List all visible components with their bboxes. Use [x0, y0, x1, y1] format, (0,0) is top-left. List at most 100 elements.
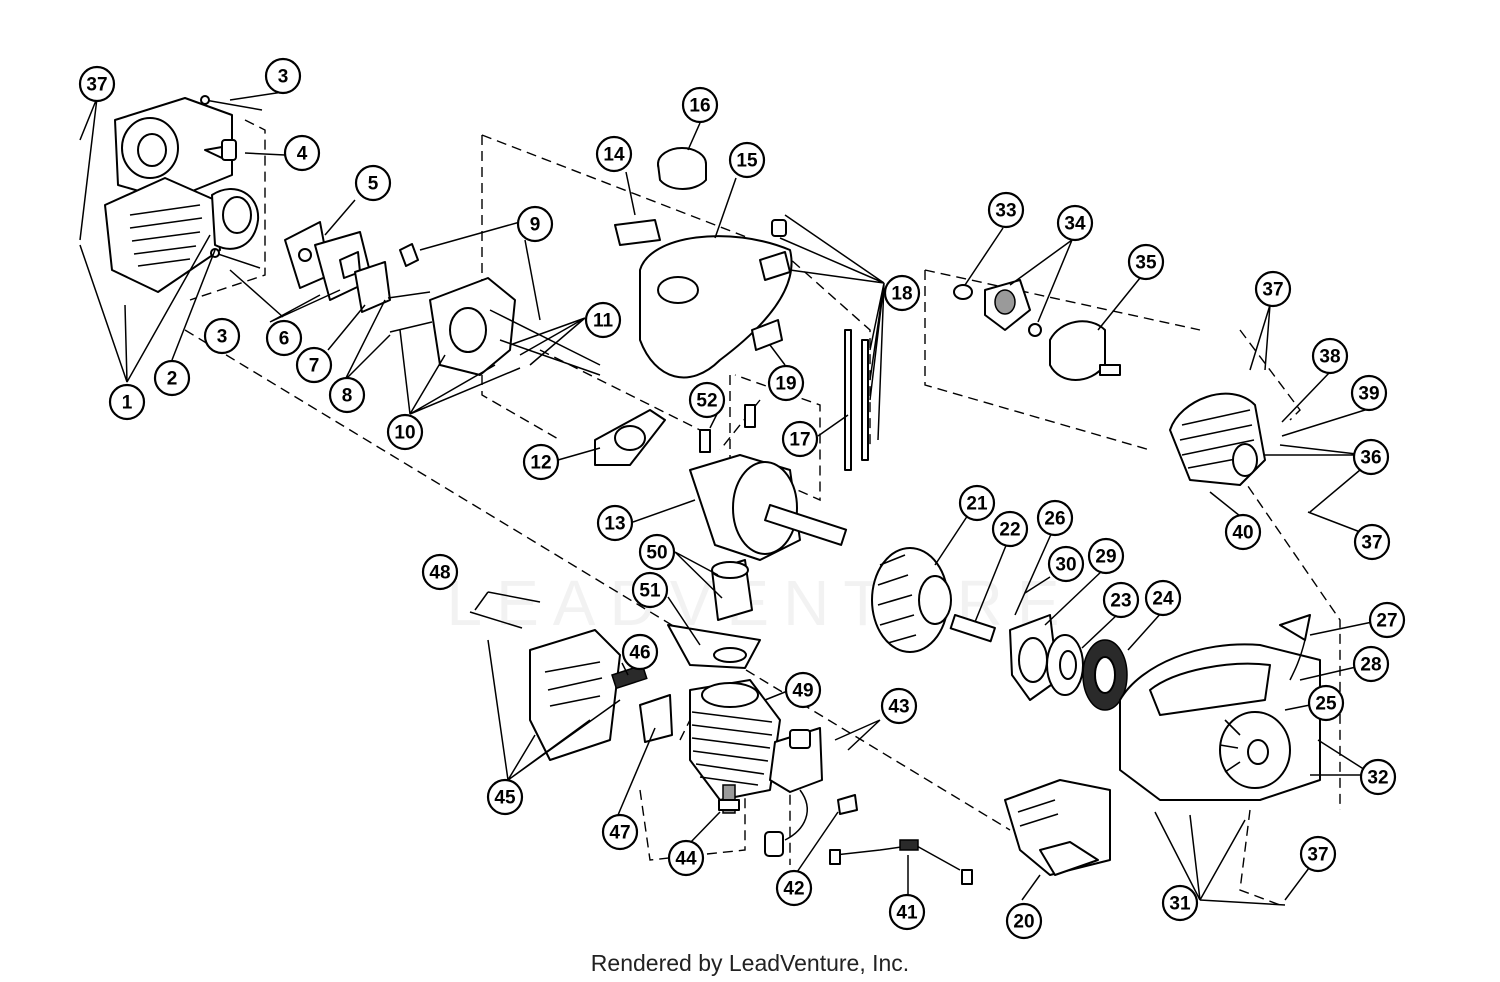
callout-part-20: 20 — [1005, 902, 1043, 940]
callout-circle — [1254, 270, 1292, 308]
callout-number: 15 — [736, 151, 758, 172]
screw-3-bottom — [210, 248, 261, 269]
callout-circle — [1005, 902, 1043, 940]
crankcase-13 — [689, 404, 848, 561]
callout-number: 12 — [530, 453, 551, 474]
callout-number: 24 — [1152, 589, 1174, 610]
callout-number: 3 — [278, 67, 289, 88]
callout-circle — [883, 274, 921, 312]
callout-number: 1 — [122, 393, 133, 414]
callout-part-18: 18 — [883, 274, 921, 312]
callout-circle — [1102, 581, 1140, 619]
callout-circle — [1144, 579, 1182, 617]
callout-part-37: 37 — [1254, 270, 1292, 308]
gasket-12 — [594, 409, 666, 466]
callout-number: 52 — [696, 391, 717, 412]
callout-circle — [354, 164, 392, 202]
callout-circle — [1127, 243, 1165, 281]
callout-circle — [775, 869, 813, 907]
callout-part-3: 3 — [203, 317, 241, 355]
callout-number: 16 — [689, 96, 710, 117]
callout-circle — [595, 135, 633, 173]
callout-number: 10 — [394, 423, 415, 444]
callout-circle — [1350, 374, 1388, 412]
callout-circle — [1056, 204, 1094, 242]
callout-circle — [1359, 758, 1397, 796]
callout-number: 37 — [86, 75, 107, 96]
callout-circle — [1353, 523, 1391, 561]
callout-number: 28 — [1360, 655, 1381, 676]
callout-part-34: 34 — [1056, 204, 1094, 242]
callout-circle — [516, 205, 554, 243]
callout-part-48: 48 — [421, 553, 459, 591]
callout-circle — [1224, 513, 1262, 551]
callout-part-24: 24 — [1144, 579, 1182, 617]
callout-circle — [486, 778, 524, 816]
callout-part-8: 8 — [328, 376, 366, 414]
callout-part-49: 49 — [784, 671, 822, 709]
render-credit: Rendered by LeadVenture, Inc. — [590, 950, 910, 976]
callout-number: 22 — [999, 520, 1020, 541]
callout-number: 4 — [297, 144, 308, 165]
callout-part-7: 7 — [295, 346, 333, 384]
callout-number: 26 — [1044, 509, 1065, 530]
callout-number: 45 — [494, 788, 516, 809]
callout-circle — [386, 413, 424, 451]
callout-part-17: 17 — [781, 420, 819, 458]
callout-part-27: 27 — [1368, 601, 1406, 639]
fuel-tank — [614, 147, 793, 379]
callout-circle — [203, 317, 241, 355]
callout-circle — [328, 376, 366, 414]
callout-number: 11 — [593, 311, 614, 332]
piston-assembly — [667, 559, 761, 669]
callout-circle — [1307, 684, 1345, 722]
callout-part-32: 32 — [1359, 758, 1397, 796]
callout-circle — [283, 134, 321, 172]
callout-part-21: 21 — [958, 484, 996, 522]
callout-circle — [991, 510, 1029, 548]
spark-plug — [718, 784, 740, 814]
callout-circle — [987, 191, 1025, 229]
callout-number: 44 — [675, 849, 697, 870]
callout-part-37: 37 — [78, 65, 116, 103]
engine-cover-20 — [1004, 779, 1111, 876]
callout-number: 13 — [604, 514, 625, 535]
tank-clip-19 — [751, 319, 783, 351]
callout-number: 34 — [1064, 214, 1086, 235]
callout-number: 5 — [368, 174, 379, 195]
callout-number: 43 — [888, 697, 909, 718]
callout-part-52: 52 — [688, 381, 726, 419]
callout-number: 7 — [309, 356, 320, 377]
callout-circle — [522, 443, 560, 481]
callout-number: 2 — [167, 369, 178, 390]
ignition-module — [764, 727, 823, 857]
callout-number: 23 — [1110, 591, 1131, 612]
callout-number: 42 — [783, 879, 804, 900]
callout-circle — [108, 383, 146, 421]
air-filter-housing — [104, 97, 260, 293]
callout-part-42: 42 — [775, 869, 813, 907]
muffler-assembly — [469, 591, 673, 761]
callout-circle — [295, 346, 333, 384]
callout-part-5: 5 — [354, 164, 392, 202]
callout-part-44: 44 — [667, 839, 705, 877]
callout-number: 37 — [1307, 845, 1328, 866]
callout-circle — [958, 484, 996, 522]
callout-circle — [1368, 601, 1406, 639]
callout-circle — [1047, 545, 1085, 583]
callout-number: 51 — [639, 581, 661, 602]
callout-circle — [888, 893, 926, 931]
callout-number: 32 — [1367, 768, 1388, 789]
fuel-lines — [759, 219, 869, 471]
callout-part-22: 22 — [991, 510, 1029, 548]
callout-part-1: 1 — [108, 383, 146, 421]
callout-number: 25 — [1315, 694, 1337, 715]
callout-number: 47 — [609, 823, 630, 844]
callout-circle — [681, 86, 719, 124]
callout-circle — [880, 687, 918, 725]
callout-part-30: 30 — [1047, 545, 1085, 583]
callout-number: 37 — [1262, 280, 1283, 301]
callout-circle — [621, 633, 659, 671]
callout-part-15: 15 — [728, 141, 766, 179]
